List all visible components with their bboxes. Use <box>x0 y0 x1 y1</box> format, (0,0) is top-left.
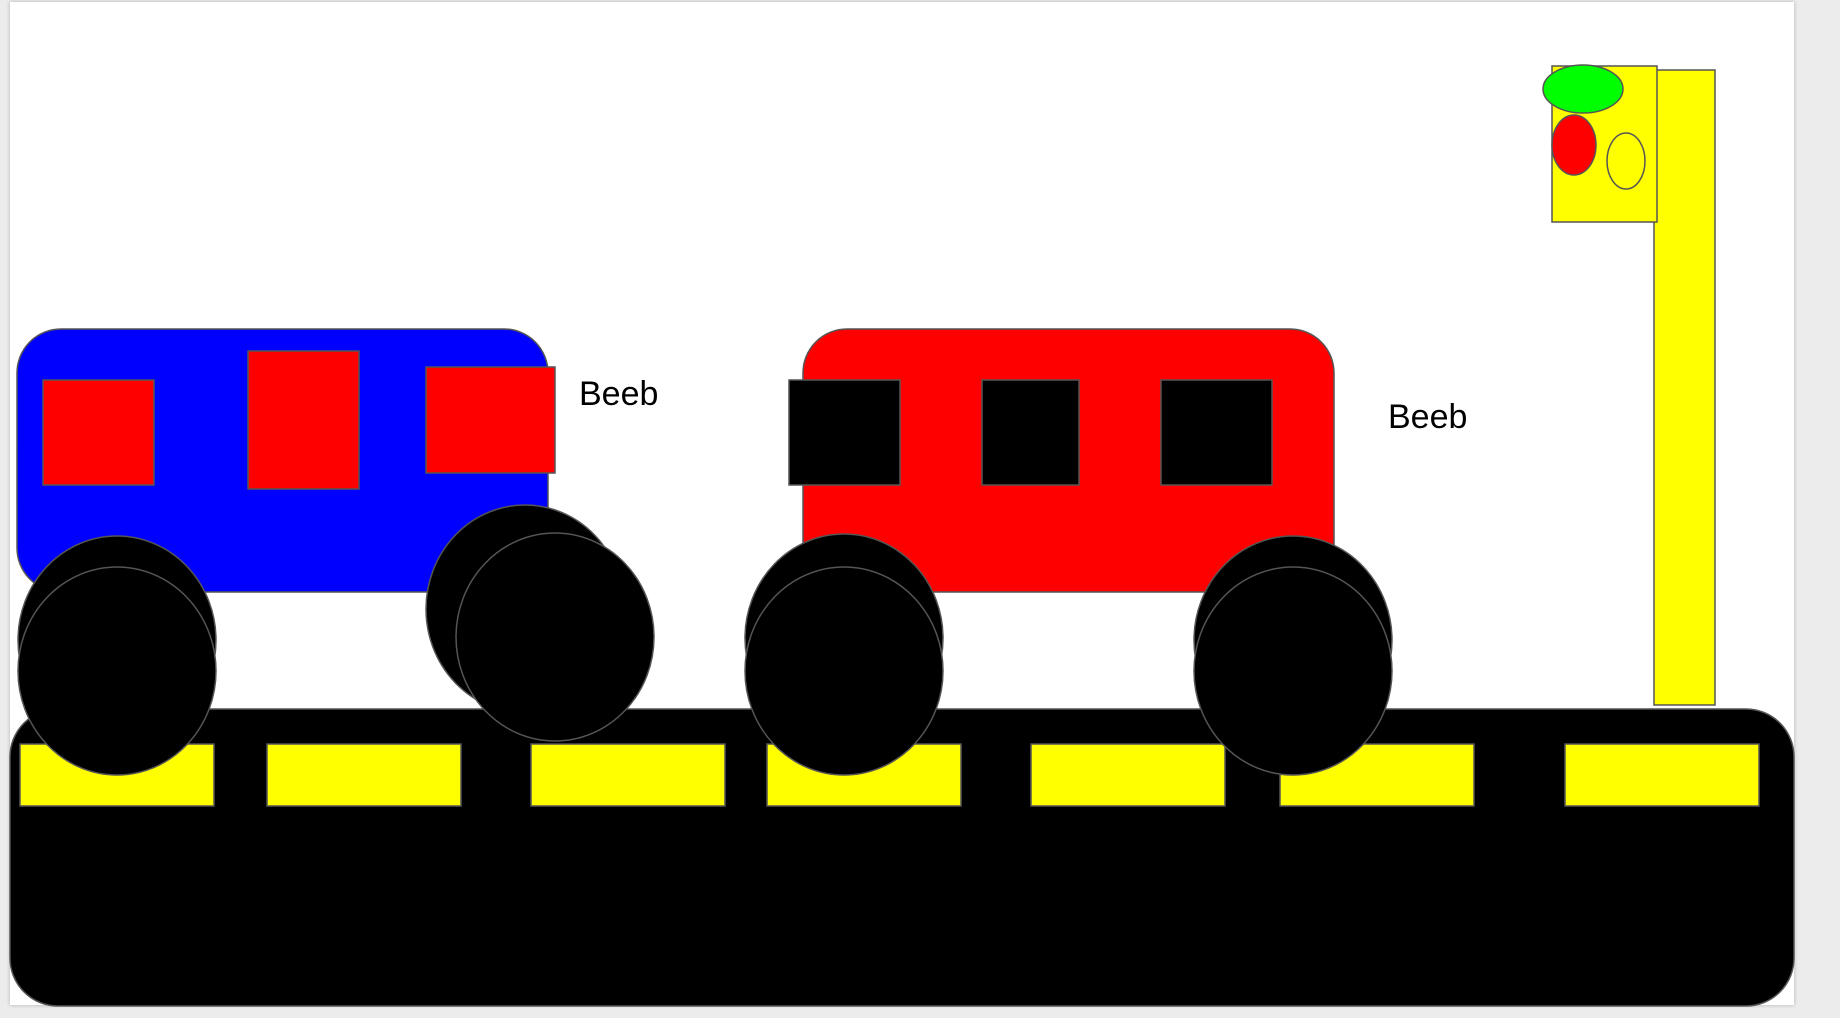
right-bus-sound-label[interactable]: Beeb <box>1388 398 1468 436</box>
right-bus-front-wheel[interactable] <box>1193 566 1393 776</box>
right-bus-rear-wheel[interactable] <box>744 566 944 776</box>
traffic-light-green-lamp[interactable] <box>1542 64 1624 114</box>
traffic-light-red-lamp[interactable] <box>1551 114 1597 176</box>
lane-marking[interactable] <box>1564 743 1760 807</box>
left-bus-window[interactable] <box>42 379 155 486</box>
left-bus-sound-label[interactable]: Beeb <box>579 375 659 413</box>
traffic-light-pole[interactable] <box>1653 69 1716 706</box>
left-bus-rear-wheel[interactable] <box>17 566 217 776</box>
lane-marking[interactable] <box>1030 743 1226 807</box>
traffic-light-empty-lamp[interactable] <box>1606 132 1646 190</box>
left-bus-window[interactable] <box>425 366 556 474</box>
right-bus <box>744 328 1393 776</box>
right-bus-window[interactable] <box>788 379 901 486</box>
lane-marking[interactable] <box>266 743 462 807</box>
lane-marking[interactable] <box>530 743 726 807</box>
traffic-light <box>1542 64 1716 706</box>
left-bus <box>16 328 655 776</box>
right-bus-window[interactable] <box>981 379 1080 486</box>
left-bus-front-wheel[interactable] <box>455 532 655 742</box>
right-bus-window[interactable] <box>1160 379 1273 486</box>
left-bus-window[interactable] <box>247 350 360 490</box>
